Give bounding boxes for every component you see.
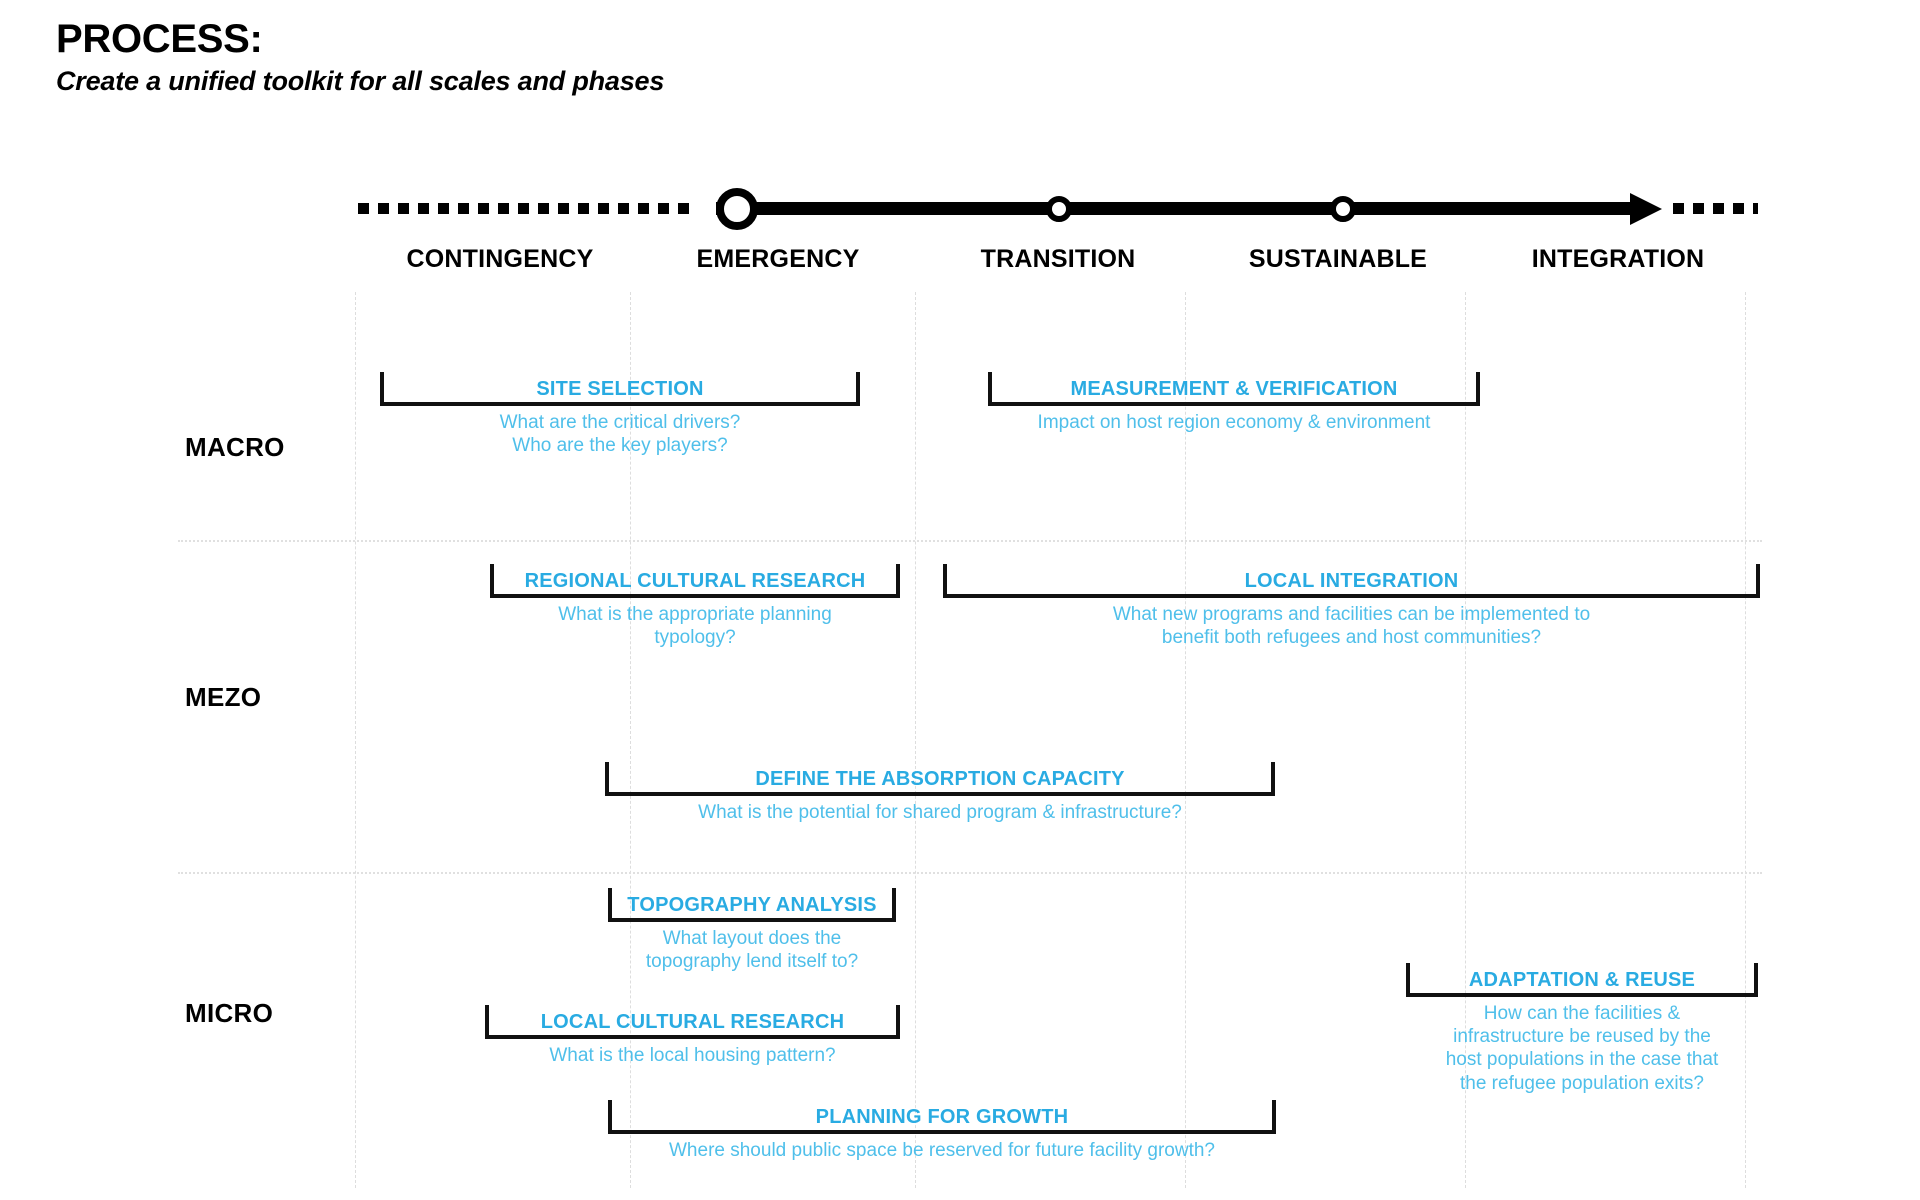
page-header: PROCESS: Create a unified toolkit for al… (56, 18, 664, 97)
main-solid-segment-icon (716, 202, 1641, 215)
emergency-node-icon[interactable] (716, 188, 758, 230)
phase-label-integration[interactable]: INTEGRATION (1531, 245, 1705, 273)
task-title-planning-for-growth: PLANNING FOR GROWTH (815, 1106, 1069, 1128)
task-title-adaptation-reuse: ADAPTATION & REUSE (1468, 969, 1696, 991)
phase-label-emergency[interactable]: EMERGENCY (696, 245, 860, 273)
task-bracket-site-selection: SITE SELECTION (380, 372, 860, 406)
sustainable-node-icon[interactable] (1330, 196, 1356, 222)
task-title-local-cultural-research: LOCAL CULTURAL RESEARCH (540, 1011, 845, 1033)
task-adaptation-reuse[interactable]: ADAPTATION & REUSE How can the facilities… (1406, 963, 1758, 1095)
task-description-local-integration: What new programs and facilities can be … (1112, 604, 1591, 649)
task-bracket-local-integration: LOCAL INTEGRATION (943, 564, 1760, 598)
task-description-planning-for-growth: Where should public space be reserved fo… (669, 1140, 1215, 1161)
task-topography-analysis[interactable]: TOPOGRAPHY ANALYSIS What layout does the … (608, 888, 896, 973)
task-bracket-regional-cultural-research: REGIONAL CULTURAL RESEARCH (490, 564, 900, 598)
task-site-selection[interactable]: SITE SELECTION What are the critical driv… (380, 372, 860, 457)
task-description-measurement-verification: Impact on host region economy & environm… (1037, 412, 1431, 433)
task-bracket-measurement-verification: MEASUREMENT & VERIFICATION (988, 372, 1480, 406)
transition-node-icon[interactable] (1046, 196, 1072, 222)
phase-label-sustainable[interactable]: SUSTAINABLE (1248, 245, 1428, 273)
task-description-topography-analysis: What layout does the topography lend its… (645, 928, 859, 973)
integration-dotted-segment-icon (1673, 203, 1758, 214)
grid-vline-2 (915, 292, 916, 1188)
task-description-regional-cultural-research: What is the appropriate planning typolog… (558, 604, 832, 649)
grid-vline-0 (355, 292, 356, 1188)
task-planning-for-growth[interactable]: PLANNING FOR GROWTH Where should public s… (608, 1100, 1276, 1162)
task-description-local-cultural-research: What is the local housing pattern? (549, 1045, 836, 1066)
task-title-define-the-absorption-capacity: DEFINE THE ABSORPTION CAPACITY (755, 768, 1125, 790)
task-measurement-verification[interactable]: MEASUREMENT & VERIFICATION Impact on host… (988, 372, 1480, 434)
process-timeline (0, 188, 1920, 230)
task-title-site-selection: SITE SELECTION (536, 378, 704, 400)
task-title-local-integration: LOCAL INTEGRATION (1244, 570, 1459, 592)
grid-hline-0 (178, 540, 1762, 542)
task-description-define-the-absorption-capacity: What is the potential for shared program… (698, 802, 1182, 823)
task-title-topography-analysis: TOPOGRAPHY ANALYSIS (627, 894, 877, 916)
task-description-site-selection: What are the critical drivers? Who are t… (499, 412, 741, 457)
task-bracket-define-the-absorption-capacity: DEFINE THE ABSORPTION CAPACITY (605, 762, 1275, 796)
contingency-dotted-segment-icon (358, 203, 698, 214)
timeline-arrowhead-icon (1630, 193, 1662, 225)
scale-label-micro: MICRO (185, 998, 274, 1028)
scale-label-mezo: MEZO (185, 682, 262, 712)
task-title-regional-cultural-research: REGIONAL CULTURAL RESEARCH (524, 570, 866, 592)
task-title-measurement-verification: MEASUREMENT & VERIFICATION (1070, 378, 1398, 400)
page-title: PROCESS: (56, 17, 263, 61)
phase-label-contingency[interactable]: CONTINGENCY (406, 245, 594, 273)
task-define-the-absorption-capacity[interactable]: DEFINE THE ABSORPTION CAPACITY What is th… (605, 762, 1275, 824)
task-local-integration[interactable]: LOCAL INTEGRATION What new programs and f… (943, 564, 1760, 649)
task-bracket-local-cultural-research: LOCAL CULTURAL RESEARCH (485, 1005, 900, 1039)
grid-hline-1 (178, 872, 1762, 874)
task-bracket-topography-analysis: TOPOGRAPHY ANALYSIS (608, 888, 896, 922)
phase-label-transition[interactable]: TRANSITION (980, 245, 1136, 273)
task-regional-cultural-research[interactable]: REGIONAL CULTURAL RESEARCH What is the ap… (490, 564, 900, 649)
task-bracket-adaptation-reuse: ADAPTATION & REUSE (1406, 963, 1758, 997)
task-local-cultural-research[interactable]: LOCAL CULTURAL RESEARCH What is the local… (485, 1005, 900, 1067)
task-description-adaptation-reuse: How can the facilities & infrastructure … (1445, 1003, 1719, 1094)
scale-label-macro: MACRO (185, 432, 285, 462)
task-bracket-planning-for-growth: PLANNING FOR GROWTH (608, 1100, 1276, 1134)
page-subtitle: Create a unified toolkit for all scales … (56, 66, 665, 96)
